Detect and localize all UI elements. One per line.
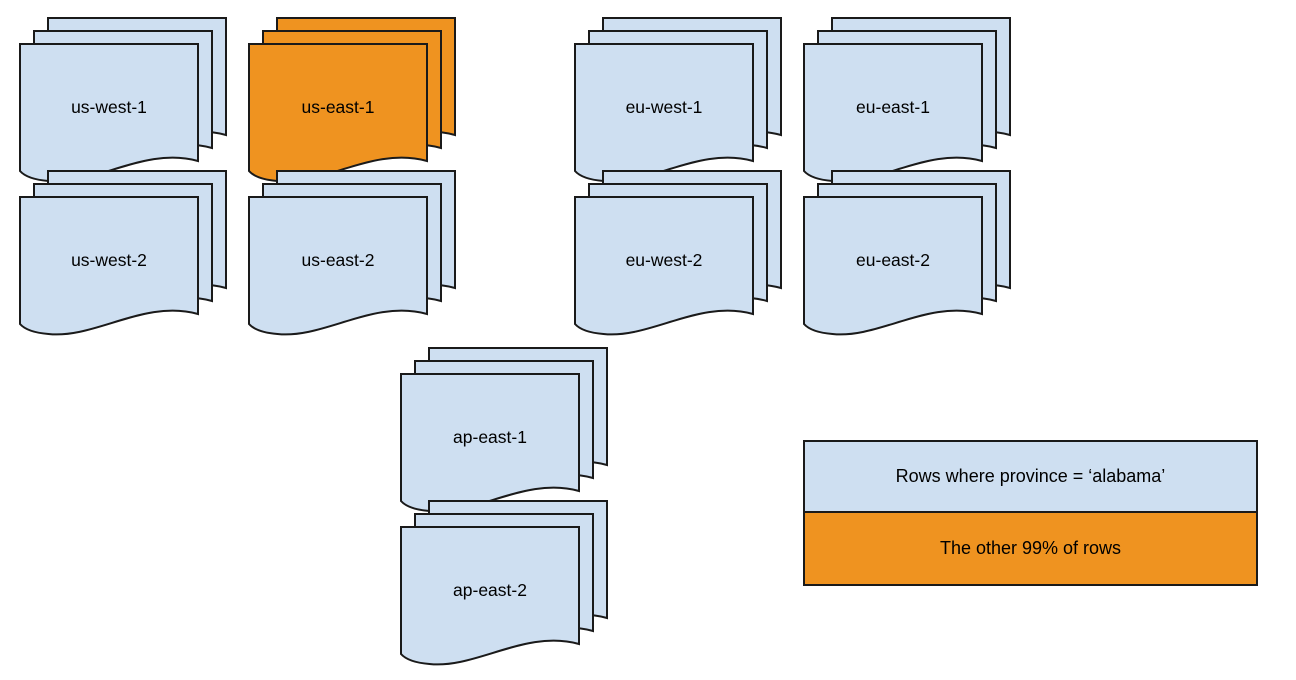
document-stack-us-east-1[interactable]: us-east-1 (248, 17, 456, 183)
document-sheet-front (574, 196, 754, 336)
document-sheet-front (400, 526, 580, 666)
document-stack-ap-east-2[interactable]: ap-east-2 (400, 500, 608, 666)
legend-label-blue: Rows where province = ‘alabama’ (895, 466, 1166, 486)
document-sheet-front (19, 43, 199, 183)
document-stack-us-west-2[interactable]: us-west-2 (19, 170, 227, 336)
document-stack-eu-west-2[interactable]: eu-west-2 (574, 170, 782, 336)
document-sheet-front (400, 373, 580, 513)
document-sheet-front (248, 43, 428, 183)
document-stack-eu-east-1[interactable]: eu-east-1 (803, 17, 1011, 183)
legend: Rows where province = ‘alabama’ The othe… (803, 440, 1258, 586)
document-stack-us-west-1[interactable]: us-west-1 (19, 17, 227, 183)
document-stack-eu-west-1[interactable]: eu-west-1 (574, 17, 782, 183)
document-sheet-front (248, 196, 428, 336)
document-stack-eu-east-2[interactable]: eu-east-2 (803, 170, 1011, 336)
document-sheet-front (803, 43, 983, 183)
document-sheet-front (574, 43, 754, 183)
legend-row-orange: The other 99% of rows (805, 513, 1256, 584)
legend-row-blue: Rows where province = ‘alabama’ (805, 442, 1256, 513)
document-stack-ap-east-1[interactable]: ap-east-1 (400, 347, 608, 513)
document-sheet-front (19, 196, 199, 336)
legend-label-orange: The other 99% of rows (939, 538, 1122, 558)
document-stack-us-east-2[interactable]: us-east-2 (248, 170, 456, 336)
document-sheet-front (803, 196, 983, 336)
